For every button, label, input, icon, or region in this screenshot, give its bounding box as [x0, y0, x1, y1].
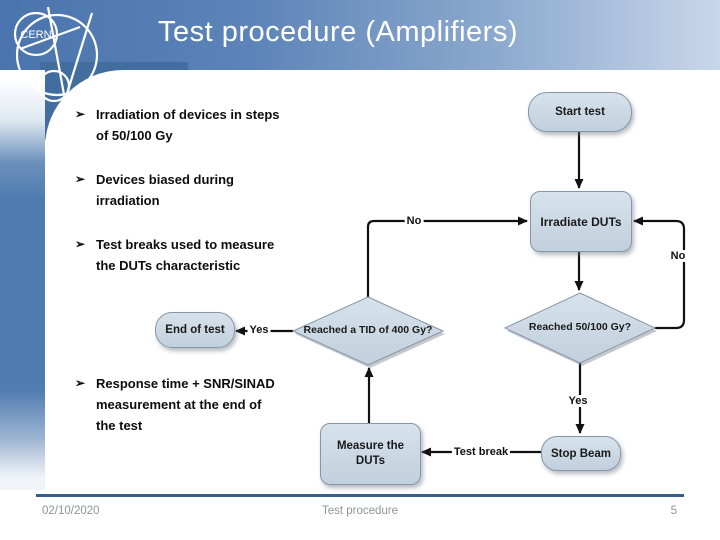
bullet-arrow-icon: ➢ [75, 107, 86, 121]
footer-title: Test procedure [321, 505, 399, 517]
bullet-arrow-icon: ➢ [75, 376, 86, 390]
node-irradiate-duts: Irradiate DUTs [530, 191, 632, 252]
decision-tid-diamond [291, 296, 445, 366]
footer-divider [36, 494, 684, 497]
cern-logo-icon: CERN [13, 6, 99, 103]
node-measure-duts: Measure the DUTs [320, 423, 421, 485]
node-end-of-test: End of test [155, 312, 235, 348]
edge-label-yes-left: Yes [247, 324, 271, 336]
bullet-arrow-icon: ➢ [75, 172, 86, 186]
left-stripe [0, 70, 45, 490]
edge-label-no-left: No [404, 215, 424, 227]
page-title: Test procedure (Amplifiers) [158, 16, 518, 48]
decision-dose-label: Reached 50/100 Gy? [528, 321, 632, 333]
cern-logo-text: CERN [20, 29, 51, 41]
bullet-text: Test breaks used to measure the DUTs cha… [96, 237, 275, 273]
content-panel [45, 70, 720, 490]
footer-page-number: 5 [670, 505, 677, 517]
header-band [0, 0, 720, 70]
edge-label-test-break: Test break [451, 446, 511, 458]
node-stop-beam: Stop Beam [541, 436, 621, 471]
bullet-text: Devices biased during irradiation [96, 172, 234, 208]
decision-dose-diamond [503, 292, 657, 364]
decision-tid-label: Reached a TID of 400 Gy? [303, 324, 433, 336]
edge-dose-no-to-irradiate [633, 216, 686, 330]
bullet-item: ➢ Test breaks used to measure the DUTs c… [75, 234, 328, 276]
node-start-test: Start test [528, 92, 632, 132]
bullet-text: Response time + SNR/SINAD measurement at… [96, 376, 275, 433]
bullet-item: ➢ Irradiation of devices in steps of 50/… [75, 104, 328, 146]
bullet-text: Irradiation of devices in steps of 50/10… [96, 107, 280, 143]
bullet-arrow-icon: ➢ [75, 237, 86, 251]
edge-tid-no-to-irradiate [366, 216, 528, 297]
footer-date: 02/10/2020 [42, 505, 100, 517]
bullet-item: ➢ Devices biased during irradiation [75, 169, 328, 211]
edge-label-no-right: No [668, 250, 688, 262]
bullet-item: ➢ Response time + SNR/SINAD measurement … [75, 373, 328, 436]
edge-label-yes-right: Yes [566, 395, 590, 407]
